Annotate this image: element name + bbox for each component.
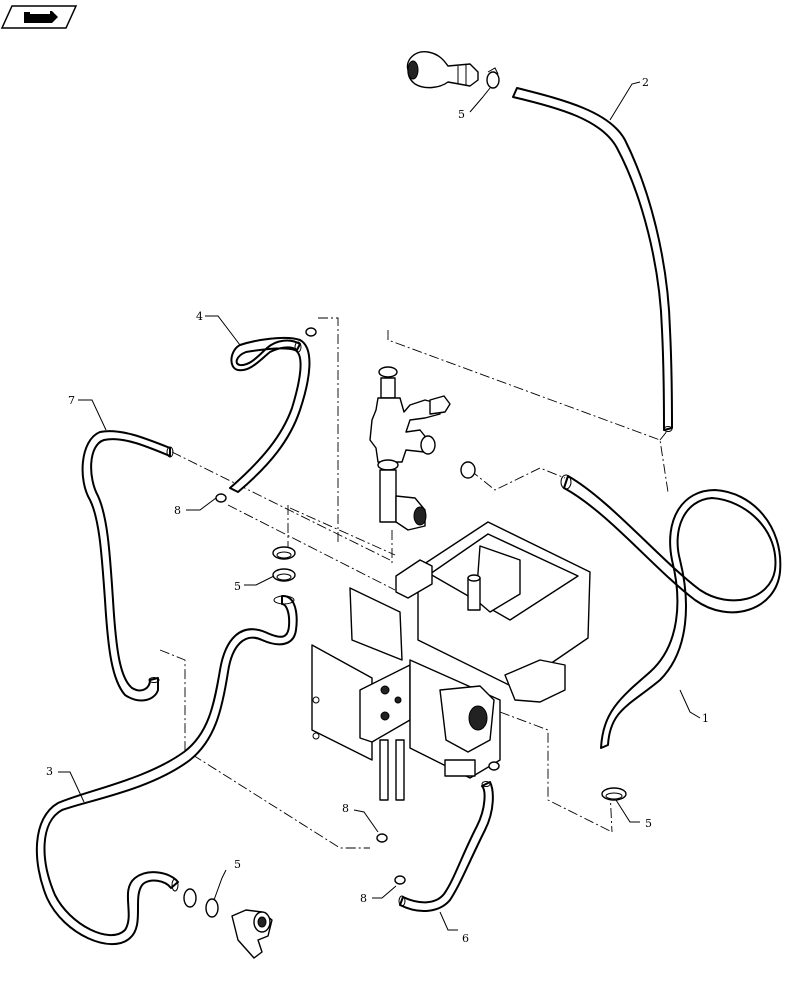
callout-8-upper: 8 xyxy=(174,504,181,517)
hose-clamp-5-left-b xyxy=(272,568,296,582)
hose-3 xyxy=(35,594,298,946)
reservoir-tank xyxy=(395,521,591,703)
mounting-bracket xyxy=(311,587,501,801)
hose-clamp-8-upper xyxy=(215,493,227,503)
callout-7: 7 xyxy=(68,394,75,407)
callout-5-bottom: 5 xyxy=(234,858,241,871)
page-navigation-arrow-icon[interactable] xyxy=(0,5,78,29)
hose-1 xyxy=(560,474,782,749)
callout-4: 4 xyxy=(196,310,203,323)
callout-1: 1 xyxy=(702,712,709,725)
hose-clamp-5-left-a xyxy=(272,546,296,560)
hose-clamp-valve-right xyxy=(460,461,476,479)
hose-clamp-5-bottom-b xyxy=(205,898,219,918)
callout-8-lower: 8 xyxy=(360,892,367,905)
callout-8-mid: 8 xyxy=(342,802,349,815)
callout-leaders xyxy=(58,81,701,931)
valve-tee-assembly xyxy=(369,366,451,531)
callout-6: 6 xyxy=(462,932,469,945)
hose-4 xyxy=(229,336,311,493)
callout-3: 3 xyxy=(46,765,53,778)
callout-5-right: 5 xyxy=(645,817,652,830)
callout-5-left: 5 xyxy=(234,580,241,593)
hose-clamp-top xyxy=(486,67,500,89)
hose-7 xyxy=(81,430,174,702)
hose-clamp-8-mid xyxy=(376,833,388,843)
hose-clamp-5-right xyxy=(601,787,627,801)
hose-6 xyxy=(398,781,494,912)
hose-clamp-right-bottom xyxy=(488,761,500,771)
callout-labels: 1 2 3 4 5 5 5 5 6 7 8 8 8 xyxy=(46,76,709,945)
elbow-fitting-top xyxy=(406,51,479,89)
elbow-fitting-bottom xyxy=(231,909,273,959)
hose-clamp-8-lower xyxy=(394,875,406,885)
hose-2 xyxy=(512,87,673,432)
callout-2: 2 xyxy=(642,76,649,89)
hose-clamp-5-bottom-a xyxy=(183,888,197,908)
callout-5-top: 5 xyxy=(458,108,465,121)
hose-clamp-small-upper xyxy=(305,327,317,337)
